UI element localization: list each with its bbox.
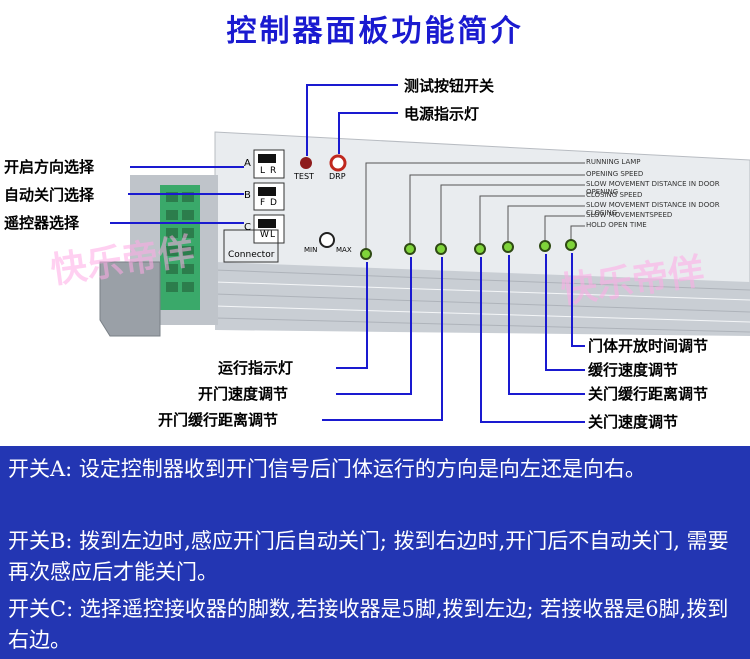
connector-label: Connector	[228, 250, 275, 260]
callout-line	[338, 112, 398, 114]
callout-running-light: 运行指示灯	[218, 359, 294, 377]
function-label: SLOW MOVEMENT DISTANCE IN DOOR OPENING	[586, 180, 720, 196]
callout-line	[508, 393, 585, 395]
description-panel: 开关A: 设定控制器收到开门信号后门体运行的方向是向左还是向右。 开关B: 拨到…	[0, 446, 750, 659]
function-label: CLOSING SPEED	[586, 191, 643, 199]
switch-b-left: F	[260, 198, 266, 208]
function-label: HOLD OPEN TIME	[586, 221, 647, 229]
callout-switch-c: 遥控器选择	[4, 214, 80, 232]
callout-line	[336, 393, 412, 395]
test-label: TEST	[294, 172, 314, 181]
callout-switch-a: 开启方向选择	[4, 158, 95, 176]
callout-close-speed: 关门速度调节	[588, 413, 679, 431]
callout-line	[508, 255, 510, 394]
switch-b-letter: B	[244, 190, 251, 201]
switch-c-letter: C	[244, 222, 251, 233]
drp-label: DRP	[329, 172, 346, 181]
callout-open-speed: 开门速度调节	[198, 385, 289, 403]
callout-line	[571, 345, 585, 347]
function-label: SLOW MOVEMENT DISTANCE IN DOOR CLOSING	[586, 201, 720, 217]
callout-line	[545, 254, 547, 370]
callout-line	[480, 421, 585, 423]
function-label: RUNNING LAMP	[586, 158, 641, 166]
switch-c-right: L	[270, 230, 276, 240]
switch-a-right: R	[270, 166, 277, 176]
callout-line	[306, 84, 398, 86]
callout-test-button: 测试按钮开关	[404, 77, 495, 95]
callout-line	[306, 84, 308, 156]
function-label: OPENING SPEED	[586, 170, 644, 178]
knob-max-label: MAX	[336, 246, 352, 254]
callout-line	[441, 257, 443, 420]
callout-slow-speed: 缓行速度调节	[588, 361, 679, 379]
callout-line	[128, 193, 244, 195]
callout-open-slow-distance: 开门缓行距离调节	[158, 411, 279, 429]
switch-c-left: W	[260, 230, 269, 240]
switch-a-left: L	[260, 166, 266, 176]
callout-line	[130, 166, 244, 168]
callout-line	[480, 257, 482, 422]
callout-power-light: 电源指示灯	[404, 105, 480, 123]
callout-line	[338, 112, 340, 154]
callout-line	[322, 419, 443, 421]
function-label: SLOW MOVEMENTSPEED	[586, 211, 673, 219]
callout-line	[410, 257, 412, 394]
callout-line	[571, 253, 573, 346]
description-switch-c: 开关C: 选择遥控接收器的脚数,若接收器是5脚,拨到左边; 若接收器是6脚,拨到…	[8, 597, 729, 652]
switch-b-right: D	[270, 198, 277, 208]
callout-line	[336, 367, 368, 369]
callout-line	[545, 369, 585, 371]
callout-switch-b: 自动关门选择	[4, 186, 95, 204]
knob-min-label: MIN	[304, 246, 318, 254]
page-title: 控制器面板功能简介	[226, 14, 524, 49]
callout-close-slow-distance: 关门缓行距离调节	[588, 385, 709, 403]
callout-line	[110, 222, 244, 224]
description-switch-a: 开关A: 设定控制器收到开门信号后门体运行的方向是向左还是向右。	[8, 457, 646, 481]
callout-line	[366, 262, 368, 368]
controller-panel-illustration	[99, 131, 750, 337]
callout-hold-open-time: 门体开放时间调节	[588, 337, 709, 355]
switch-a-letter: A	[244, 158, 251, 169]
description-switch-b: 开关B: 拨到左边时,感应开门后自动关门; 拨到右边时,开门后不自动关门, 需要…	[8, 529, 729, 584]
